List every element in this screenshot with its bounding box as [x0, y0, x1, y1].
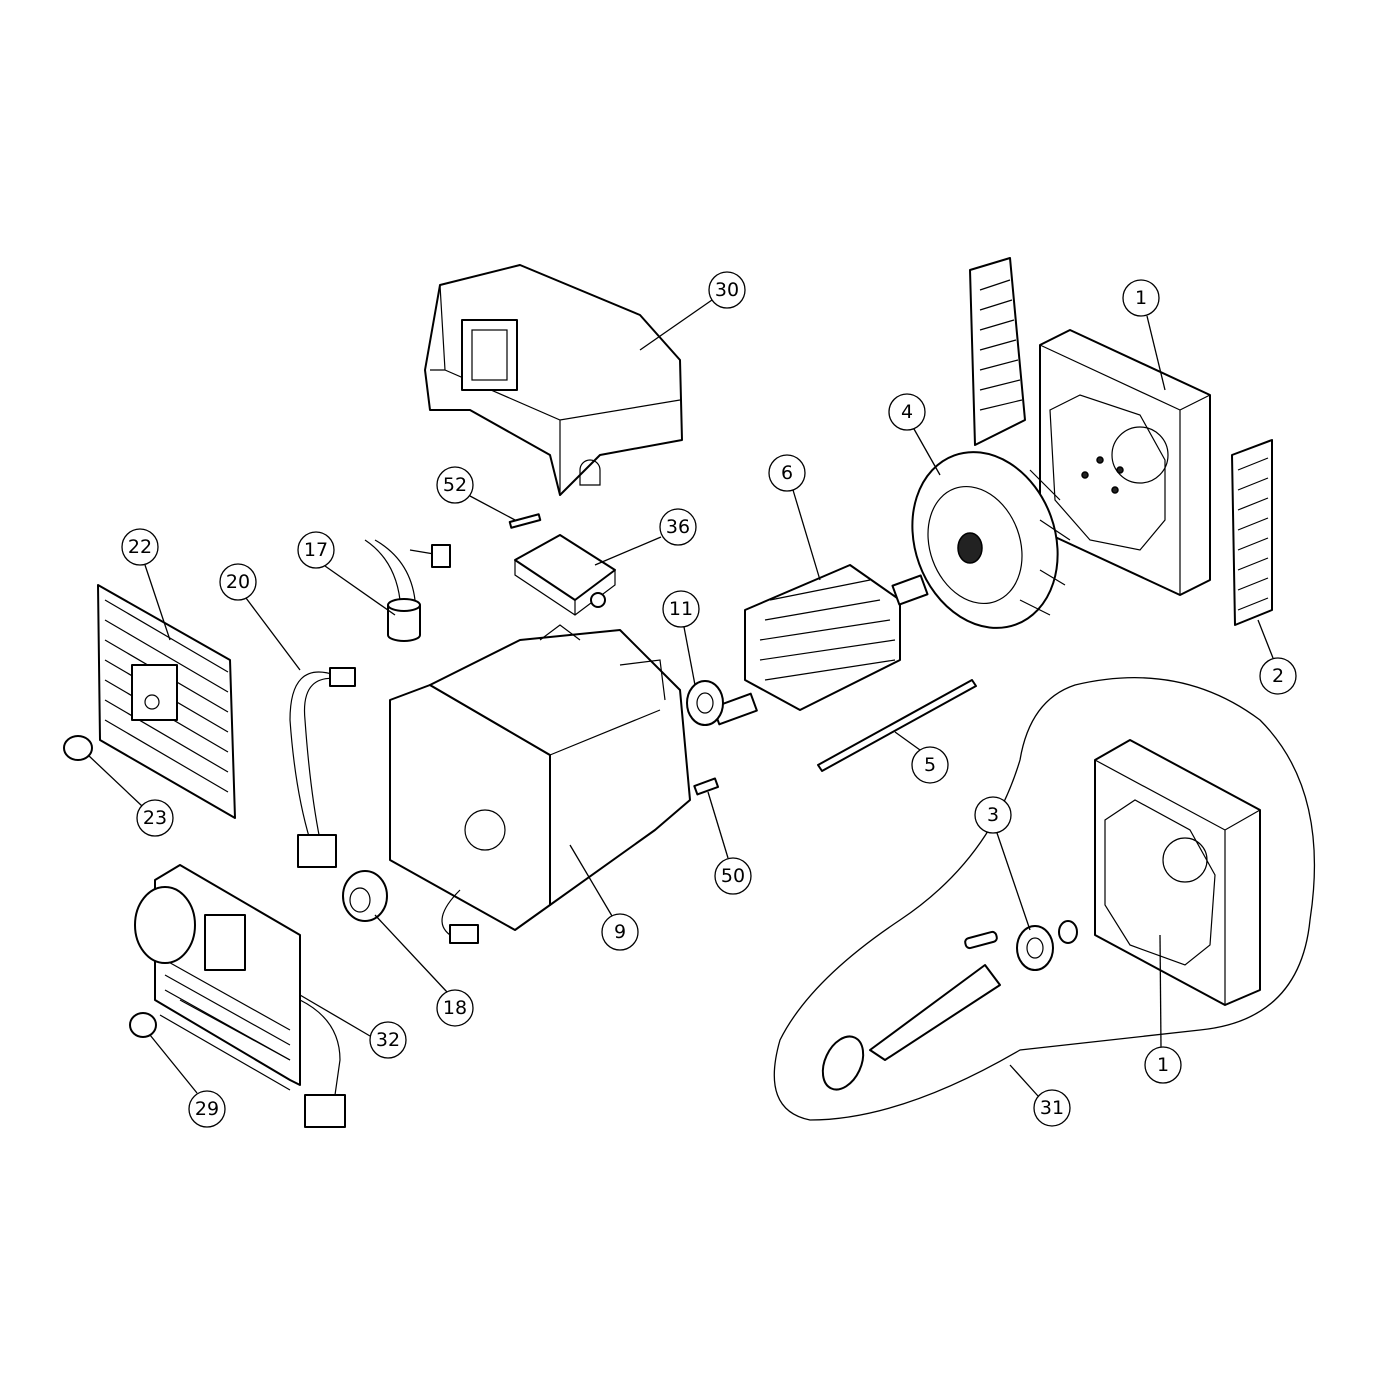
part-front-grill [97, 584, 236, 819]
part-stud [693, 777, 720, 796]
kit-outline [773, 677, 1316, 1121]
callout-1-bottom: 1 [1144, 1046, 1182, 1084]
callout-label: 36 [666, 516, 690, 538]
callout-23: 23 [136, 799, 174, 837]
callout-20: 20 [219, 563, 257, 601]
part-knob [129, 1012, 157, 1038]
callout-31: 31 [1033, 1089, 1071, 1127]
callout-32: 32 [369, 1021, 407, 1059]
part-wire-harness [289, 667, 356, 868]
callout-label: 9 [614, 921, 626, 943]
part-vent-grill-top [969, 257, 1026, 446]
part-top-cover [424, 264, 683, 496]
leader-lines [87, 299, 1274, 1097]
callout-label: 17 [304, 539, 328, 561]
part-cap [63, 735, 93, 761]
callout-label: 4 [901, 401, 913, 423]
callout-label: 5 [924, 754, 936, 776]
callout-label: 11 [669, 598, 693, 620]
callout-label: 18 [443, 997, 467, 1019]
callout-4: 4 [888, 393, 926, 431]
part-control-panel [134, 864, 346, 1128]
part-rotor [712, 564, 929, 726]
callout-label: 31 [1040, 1097, 1064, 1119]
callout-label: 1 [1135, 287, 1147, 309]
part-end-housing [1039, 329, 1211, 596]
callout-label: 23 [143, 807, 167, 829]
callout-label: 52 [443, 474, 467, 496]
part-circuit-board [514, 534, 616, 616]
callout-18: 18 [436, 989, 474, 1027]
part-fan [911, 451, 1071, 629]
callout-label: 32 [376, 1029, 400, 1051]
callout-label: 22 [128, 536, 152, 558]
part-pin [508, 513, 542, 529]
callout-label: 20 [226, 571, 250, 593]
callout-52: 52 [436, 466, 474, 504]
callout-label: 6 [781, 462, 793, 484]
callout-9: 9 [601, 913, 639, 951]
part-stator-housing [389, 624, 691, 944]
callout-2: 2 [1259, 657, 1297, 695]
callout-29: 29 [188, 1090, 226, 1128]
callout-label: 2 [1272, 665, 1284, 687]
part-bearing [686, 680, 724, 726]
part-capacitor [364, 539, 451, 642]
part-vent-grill-side [1231, 439, 1273, 626]
callout-1-top: 1 [1122, 279, 1160, 317]
part-grommet [342, 870, 388, 922]
part-tie-rod [817, 679, 977, 772]
callout-label: 50 [721, 865, 745, 887]
callout-50: 50 [714, 857, 752, 895]
callout-11: 11 [662, 590, 700, 628]
callout-6: 6 [768, 454, 806, 492]
callout-label: 30 [715, 279, 739, 301]
callout-17: 17 [297, 531, 335, 569]
callout-label: 3 [987, 804, 999, 826]
callout-36: 36 [659, 508, 697, 546]
callout-30: 30 [708, 271, 746, 309]
callout-3: 3 [974, 796, 1012, 834]
callout-5: 5 [911, 746, 949, 784]
callout-label: 1 [1157, 1054, 1169, 1076]
callout-22: 22 [121, 528, 159, 566]
callout-label: 29 [195, 1098, 219, 1120]
